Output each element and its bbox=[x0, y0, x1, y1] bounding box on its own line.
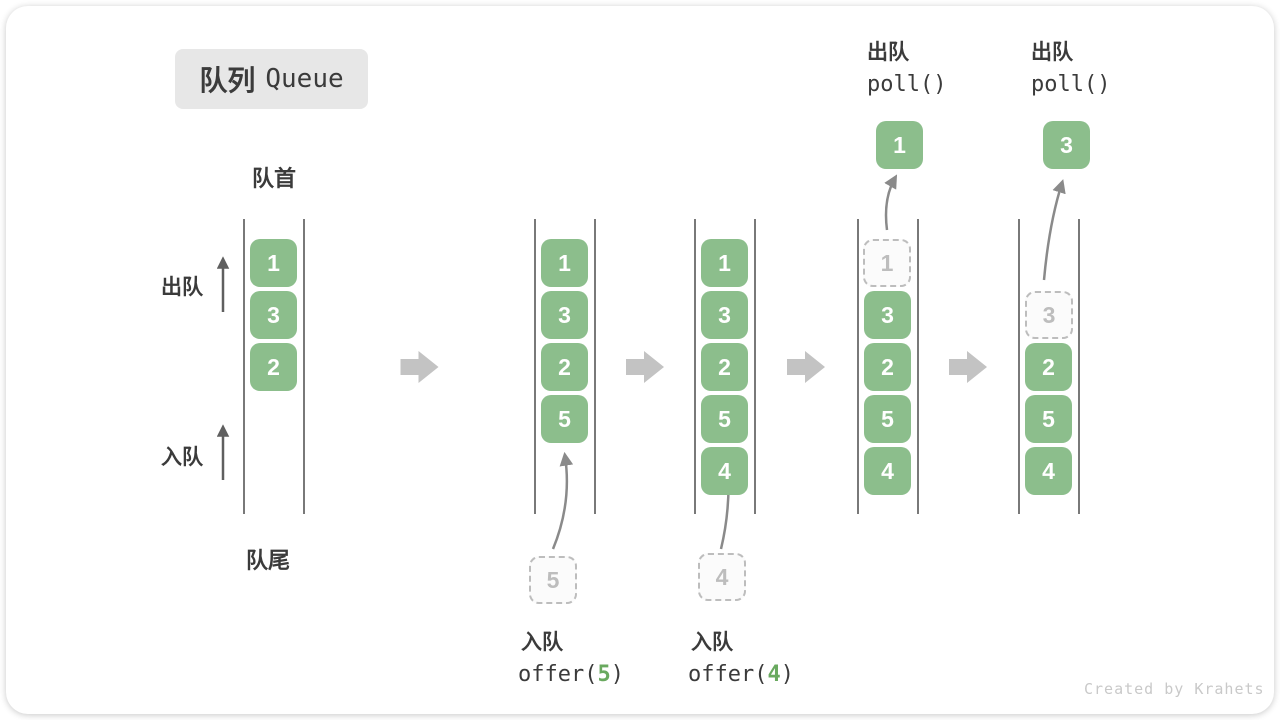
code-arg: 4 bbox=[767, 662, 781, 687]
enqueue-op-code: offer(4) bbox=[688, 662, 794, 687]
queue-item: 4 bbox=[1025, 447, 1072, 495]
queue-item: 5 bbox=[701, 395, 748, 443]
queue-front-label: 队首 bbox=[252, 166, 297, 191]
queue-item: 5 bbox=[541, 395, 588, 443]
title-zh: 队列 bbox=[199, 65, 256, 96]
enqueue-side-label: 入队 bbox=[161, 446, 203, 469]
code-text: ) bbox=[780, 662, 794, 687]
enqueue-op-label: 入队 bbox=[521, 631, 563, 654]
code-text: offer( bbox=[688, 662, 768, 687]
removed-item-ghost: 3 bbox=[1025, 291, 1073, 339]
queue-item: 5 bbox=[1025, 395, 1072, 443]
code-text: ) bbox=[610, 662, 624, 687]
popped-item: 1 bbox=[876, 121, 923, 169]
incoming-item-ghost: 5 bbox=[529, 556, 577, 604]
removed-item-ghost: 1 bbox=[863, 239, 911, 287]
enqueue-op-code: offer(5) bbox=[518, 662, 624, 687]
dequeue-op-label: 出队 bbox=[867, 41, 909, 64]
queue-item: 2 bbox=[701, 343, 748, 391]
queue-item: 4 bbox=[701, 447, 748, 495]
queue-item: 4 bbox=[864, 447, 911, 495]
code-arg: 5 bbox=[597, 662, 611, 687]
queue-item: 1 bbox=[250, 239, 297, 287]
enqueue-op-label: 入队 bbox=[691, 631, 733, 654]
dequeue-side-label: 出队 bbox=[161, 276, 203, 299]
queue-walls bbox=[243, 219, 1080, 514]
diagram-canvas: 队列 Queue 队首 队尾 出队 入队 1 3 2 1 3 2 5 5 入队 … bbox=[6, 6, 1274, 714]
dequeue-op-code: poll() bbox=[1031, 72, 1111, 97]
queue-item: 2 bbox=[541, 343, 588, 391]
queue-item: 1 bbox=[541, 239, 588, 287]
incoming-item-ghost: 4 bbox=[698, 553, 746, 601]
watermark: Created by Krahets bbox=[1084, 680, 1265, 698]
queue-item: 3 bbox=[864, 291, 911, 339]
queue-item: 2 bbox=[864, 343, 911, 391]
queue-item: 1 bbox=[701, 239, 748, 287]
queue-item: 2 bbox=[250, 343, 297, 391]
dequeue-op-code: poll() bbox=[867, 72, 947, 97]
diagram-lines-layer bbox=[216, 174, 1080, 550]
queue-item: 2 bbox=[1025, 343, 1072, 391]
dequeue-op-label: 出队 bbox=[1031, 41, 1073, 64]
queue-rear-label: 队尾 bbox=[246, 548, 291, 573]
dequeue-arrow-icons bbox=[884, 174, 1066, 281]
queue-item: 3 bbox=[701, 291, 748, 339]
queue-item: 3 bbox=[250, 291, 297, 339]
queue-item: 5 bbox=[864, 395, 911, 443]
popped-item: 3 bbox=[1043, 121, 1090, 169]
diagram-card: 队列 Queue 队首 队尾 出队 入队 1 3 2 1 3 2 5 5 入队 … bbox=[6, 6, 1274, 714]
title-badge: 队列 Queue bbox=[175, 49, 368, 109]
title-en: Queue bbox=[265, 64, 344, 94]
queue-item: 3 bbox=[541, 291, 588, 339]
code-text: offer( bbox=[518, 662, 598, 687]
